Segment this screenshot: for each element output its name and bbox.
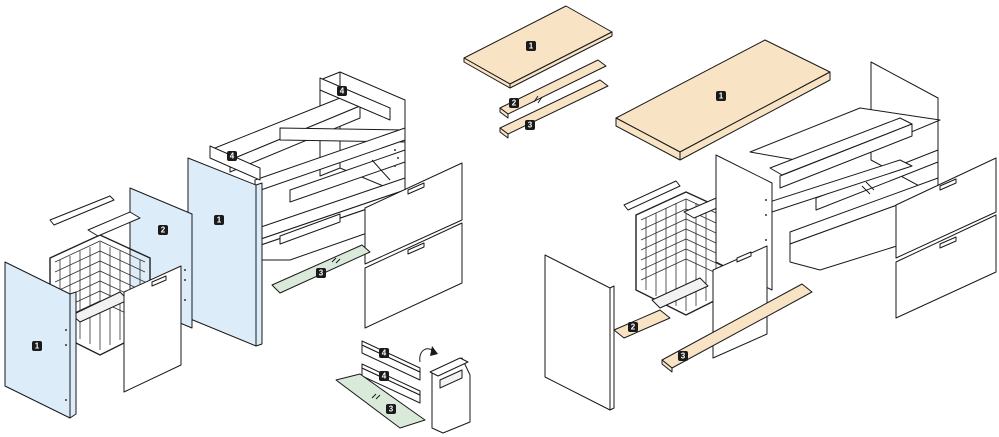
right-small-rail [623, 180, 681, 211]
left-rail: 4 [209, 145, 261, 181]
top-strip-b: 3 [499, 79, 609, 139]
right-strip-b: 3 [661, 283, 813, 373]
badge-left-side-panel: 1 [32, 341, 42, 351]
left-glass-shelf: 3 [271, 244, 371, 294]
small-rail-b: 4 [361, 363, 421, 404]
left-side-panel: 1 [4, 261, 77, 419]
small-rail-a: 4 [361, 340, 421, 381]
left-rear-rail: 4 [319, 77, 391, 121]
left-center-panel: 1 [187, 157, 263, 347]
badge-top-strip-a: 2 [509, 98, 519, 108]
left-small-rail [49, 195, 115, 226]
badge-left-rail: 4 [227, 151, 237, 161]
svg-text:3: 3 [319, 269, 324, 278]
badge-right-strip-a: 2 [628, 322, 638, 332]
svg-text:2: 2 [161, 226, 166, 235]
badge-left-glass-shelf: 3 [316, 268, 326, 278]
right-strip-a: 2 [613, 309, 671, 339]
small-parts-group: 4 4 3 [335, 340, 471, 434]
badge-small-rail-b: 4 [379, 371, 389, 381]
svg-text:1: 1 [529, 42, 534, 51]
left-drawer-fronts [364, 162, 463, 329]
left-carcass-frame [209, 71, 406, 261]
right-worktop: 1 [615, 39, 831, 161]
right-side-panel [544, 254, 615, 411]
badge-right-worktop: 1 [716, 91, 726, 101]
svg-text:2: 2 [631, 323, 636, 332]
badge-left-rear-rail: 4 [337, 86, 347, 96]
top-strip-a: 2 [499, 59, 607, 119]
small-glass-shelf: 3 [335, 373, 426, 429]
badge-left-center-panel: 1 [214, 215, 224, 225]
top-worktop: 1 [463, 5, 613, 89]
right-carcass-frame [749, 61, 941, 271]
right-drawer-fronts [895, 157, 997, 319]
rotate-arrow-icon [419, 346, 438, 363]
waste-bin [429, 357, 471, 434]
svg-text:4: 4 [382, 349, 387, 358]
badge-left-mid-panel: 2 [158, 225, 168, 235]
svg-text:3: 3 [389, 405, 394, 414]
svg-text:4: 4 [382, 372, 387, 381]
svg-text:1: 1 [719, 92, 724, 101]
badge-top-worktop: 1 [526, 41, 536, 51]
svg-text:1: 1 [217, 216, 222, 225]
badge-top-strip-b: 3 [525, 120, 535, 130]
svg-text:1: 1 [35, 342, 40, 351]
right-cabinet-assembly: 1 [544, 39, 997, 411]
top-center-parts: 1 2 3 [463, 5, 613, 139]
badge-small-glass-shelf: 3 [386, 404, 396, 414]
badge-small-rail-a: 4 [379, 348, 389, 358]
svg-text:3: 3 [681, 352, 686, 361]
badge-right-strip-b: 3 [678, 351, 688, 361]
svg-text:4: 4 [230, 152, 235, 161]
svg-text:2: 2 [512, 99, 517, 108]
left-inner-white-panel [123, 265, 182, 393]
left-cabinet-assembly: 4 4 3 [4, 71, 463, 419]
svg-text:4: 4 [340, 87, 345, 96]
svg-text:3: 3 [528, 121, 533, 130]
